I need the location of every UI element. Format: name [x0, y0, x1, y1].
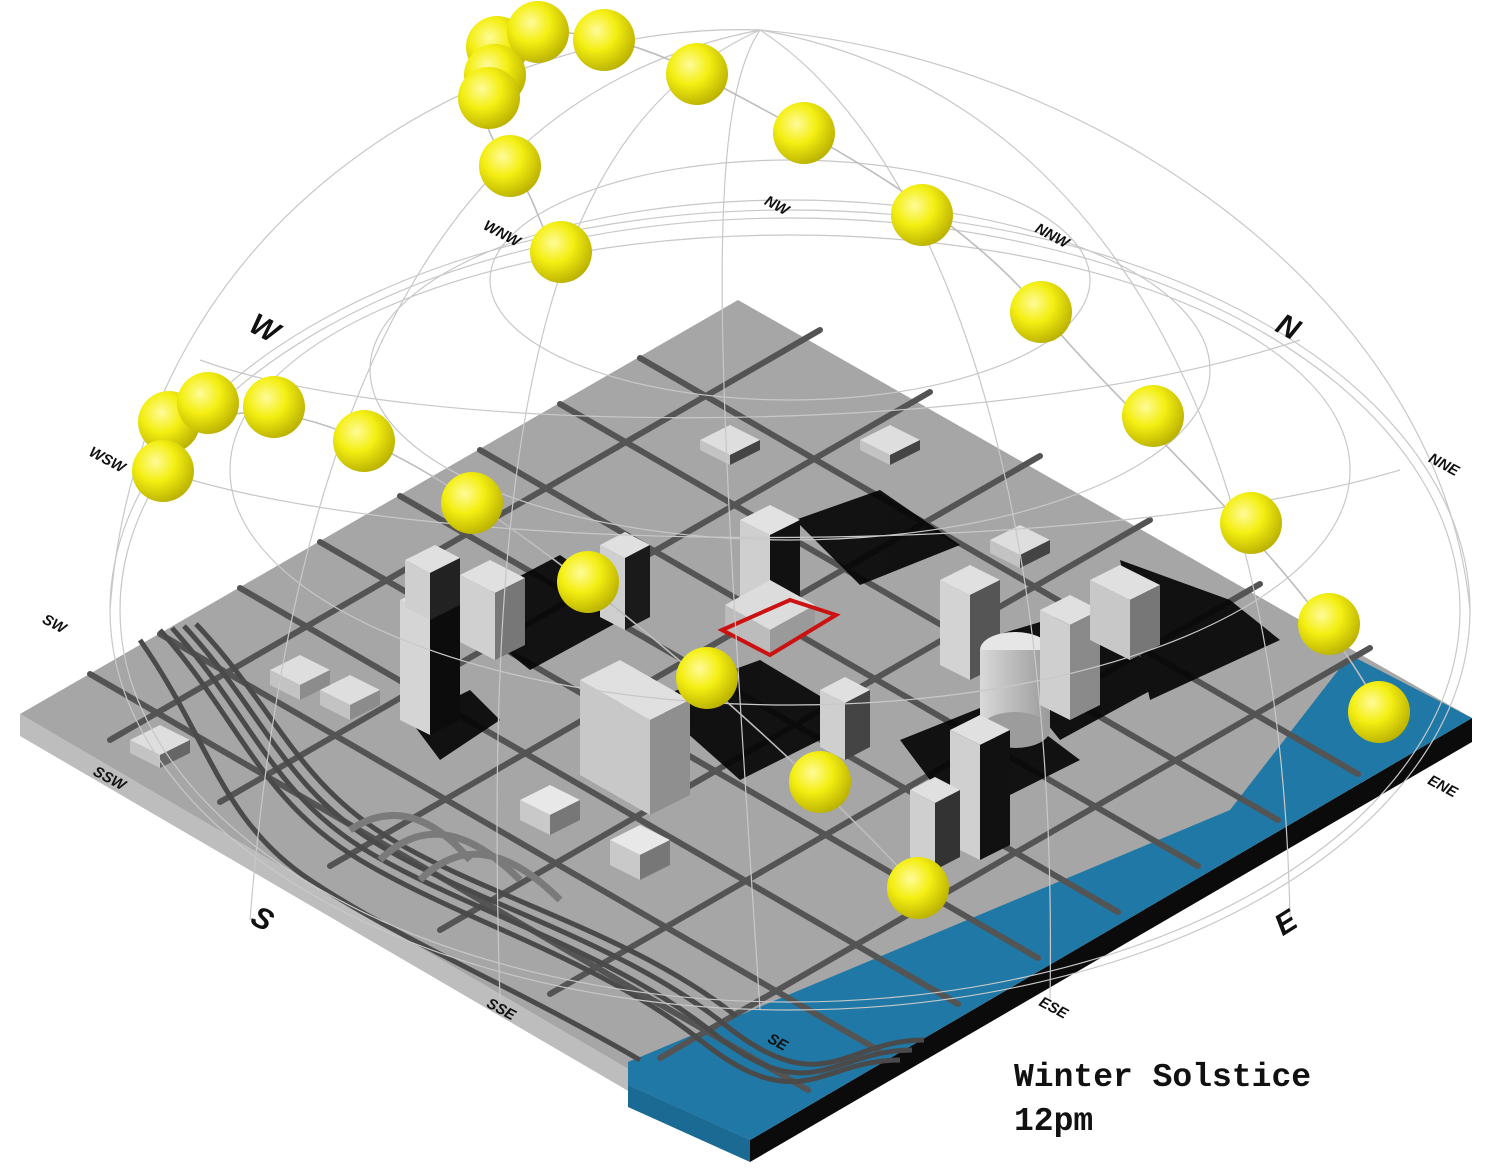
compass-label-wsw: WSW [86, 444, 129, 478]
compass-label-nw: NW [762, 192, 794, 220]
site-outline [717, 597, 841, 658]
compass-label-nne: NNE [1426, 450, 1463, 480]
sun-icon [1220, 492, 1282, 554]
compass-label-s: S [246, 900, 279, 939]
compass-label-ese: ESE [1036, 994, 1071, 1024]
sun-icon [891, 184, 953, 246]
buildings [130, 425, 1160, 880]
sun-icon [479, 135, 541, 197]
sun-icon [132, 440, 194, 502]
tower-central-b [820, 677, 870, 760]
sun-icon [557, 551, 619, 613]
tower-east-b [1090, 565, 1160, 660]
sun-icon [530, 221, 592, 283]
slab-left-side [20, 714, 750, 1162]
sun-icon [573, 9, 635, 71]
sun-icon [1122, 385, 1184, 447]
tower-hotel [580, 660, 690, 815]
caption-time: 12pm [1014, 1103, 1094, 1140]
low-rise-blocks [130, 425, 1050, 880]
sun-icon [1010, 281, 1072, 343]
sun-positions [132, 1, 1410, 919]
sun-icon [507, 1, 569, 63]
highway [137, 622, 925, 1085]
slab-right-side [750, 718, 1472, 1162]
sky-dome-grid [109, 29, 1471, 1011]
sun-icon [441, 472, 503, 534]
sun-icon [666, 43, 728, 105]
compass-label-nnw: NNW [1032, 220, 1073, 253]
diagram-caption: Winter Solstice 12pm [1014, 1056, 1311, 1144]
compass-label-e: E [1269, 903, 1304, 942]
tower-west-c [405, 545, 460, 620]
sun-icon [1348, 681, 1410, 743]
sun-icon [773, 102, 835, 164]
compass-label-n: N [1271, 308, 1307, 348]
sun-icon [458, 67, 520, 129]
tower-riverfront-b [910, 777, 960, 870]
sun-icon [243, 376, 305, 438]
stadium-arches [348, 812, 563, 903]
tower-west-b [460, 560, 525, 660]
caption-season: Winter Solstice [1014, 1059, 1312, 1096]
sun-icon [789, 751, 851, 813]
compass-label-sw: SW [40, 611, 71, 638]
compass-label-ene: ENE [1425, 772, 1461, 802]
river-side [628, 1085, 750, 1162]
sun-icon [887, 857, 949, 919]
sun-icon [1298, 593, 1360, 655]
sun-icon [333, 410, 395, 472]
sun-icon [177, 372, 239, 434]
sun-icon [676, 647, 738, 709]
